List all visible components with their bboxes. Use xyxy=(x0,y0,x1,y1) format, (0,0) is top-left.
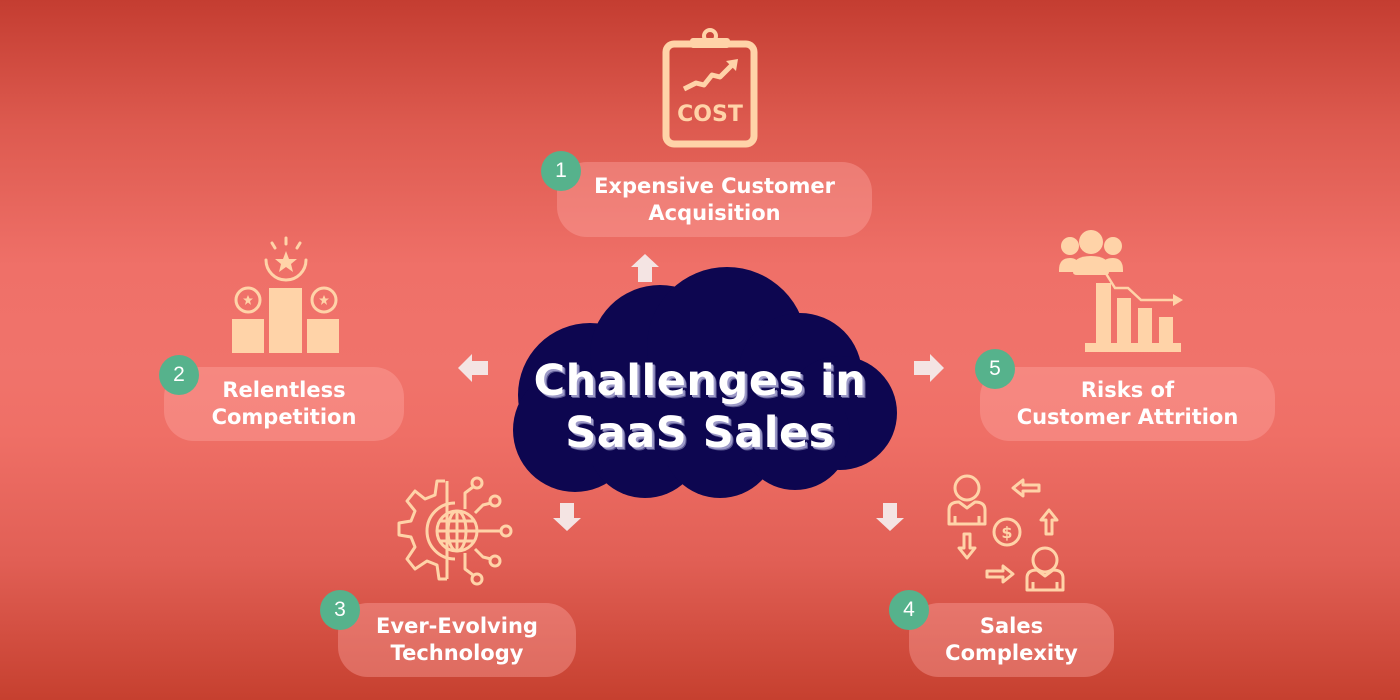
arrow-down-right-icon xyxy=(876,503,904,531)
challenge-card-1: Expensive Customer Acquisition xyxy=(557,162,872,237)
svg-text:$: $ xyxy=(1001,523,1012,542)
challenge-5-line2: Customer Attrition xyxy=(1016,405,1239,429)
svg-text:COST: COST xyxy=(677,102,743,127)
challenge-1-line1: Expensive Customer xyxy=(594,173,835,198)
badge-2: 2 xyxy=(159,355,199,395)
central-title-line1: Challenges in xyxy=(533,356,867,406)
challenge-2-line2: Competition xyxy=(211,405,357,429)
challenge-card-2: Relentless Competition xyxy=(164,367,404,441)
challenge-5-line1: Risks of xyxy=(1080,378,1175,402)
challenge-card-5: Risks of Customer Attrition xyxy=(980,367,1275,441)
arrow-up-icon xyxy=(631,254,659,282)
arrow-down-left-icon xyxy=(553,503,581,531)
challenge-2-line1: Relentless xyxy=(222,378,346,402)
customers-declining-chart-icon xyxy=(1059,230,1183,352)
challenge-3-line1: Ever-Evolving xyxy=(376,614,538,638)
challenge-1-line2: Acquisition xyxy=(648,200,781,225)
challenge-3-line2: Technology xyxy=(390,641,524,665)
cost-clipboard-icon: COST xyxy=(662,28,758,148)
arrow-right-icon xyxy=(914,354,944,382)
central-title-line2: SaaS Sales xyxy=(565,408,835,458)
badge-1: 1 xyxy=(541,151,581,191)
challenge-card-4: Sales Complexity xyxy=(909,603,1114,677)
cloud-shape xyxy=(513,267,897,498)
badge-4: 4 xyxy=(889,590,929,630)
challenge-4-line2: Complexity xyxy=(945,641,1078,665)
people-exchange-dollar-icon: $ xyxy=(947,474,1065,592)
central-title: Challenges in SaaS Sales xyxy=(520,355,880,459)
gear-globe-circuit-icon xyxy=(397,476,513,586)
challenge-4-line1: Sales xyxy=(979,614,1044,638)
podium-stars-icon xyxy=(232,236,339,353)
badge-5: 5 xyxy=(975,349,1015,389)
challenge-card-3: Ever-Evolving Technology xyxy=(338,603,576,677)
arrow-left-icon xyxy=(458,354,488,382)
badge-3: 3 xyxy=(320,590,360,630)
